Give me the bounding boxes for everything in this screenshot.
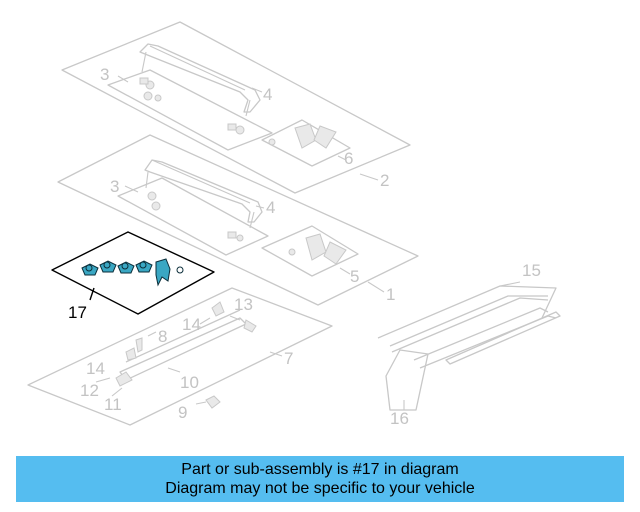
callout-16: 16 <box>390 409 409 428</box>
callout-10: 10 <box>180 373 199 392</box>
callout-6: 6 <box>344 149 353 168</box>
callout-14-lower: 14 <box>86 359 105 378</box>
callout-9: 9 <box>178 403 187 422</box>
callout-14-upper: 14 <box>182 315 201 334</box>
assembly-17-clips <box>51 231 215 315</box>
callout-13: 13 <box>234 295 253 314</box>
callout-4-mid: 4 <box>266 198 275 217</box>
callout-12: 12 <box>80 381 99 400</box>
callout-5: 5 <box>350 267 359 286</box>
assembly-7-panel <box>27 287 333 426</box>
callout-15: 15 <box>522 261 541 280</box>
banner-line-disclaimer: Diagram may not be specific to your vehi… <box>165 480 475 497</box>
banner-line-part-number: Part or sub-assembly is #17 in diagram <box>181 461 459 478</box>
parts-diagram: 3 4 6 2 3 4 5 1 17 <box>27 21 561 428</box>
callout-8: 8 <box>158 327 167 346</box>
clip-group-highlight <box>81 258 184 287</box>
callout-3-top: 3 <box>100 65 109 84</box>
callout-3-mid: 3 <box>110 177 119 196</box>
callout-1: 1 <box>386 285 395 304</box>
moldings-15-16 <box>377 281 561 411</box>
callout-11: 11 <box>104 395 122 414</box>
assembly-1-panel <box>57 134 419 306</box>
callout-7: 7 <box>284 349 293 368</box>
callout-2: 2 <box>380 171 389 190</box>
callout-4-top: 4 <box>263 85 272 104</box>
callout-17: 17 <box>68 303 87 322</box>
assembly-2-panel <box>61 21 411 194</box>
info-banner: Part or sub-assembly is #17 in diagram D… <box>16 456 624 502</box>
